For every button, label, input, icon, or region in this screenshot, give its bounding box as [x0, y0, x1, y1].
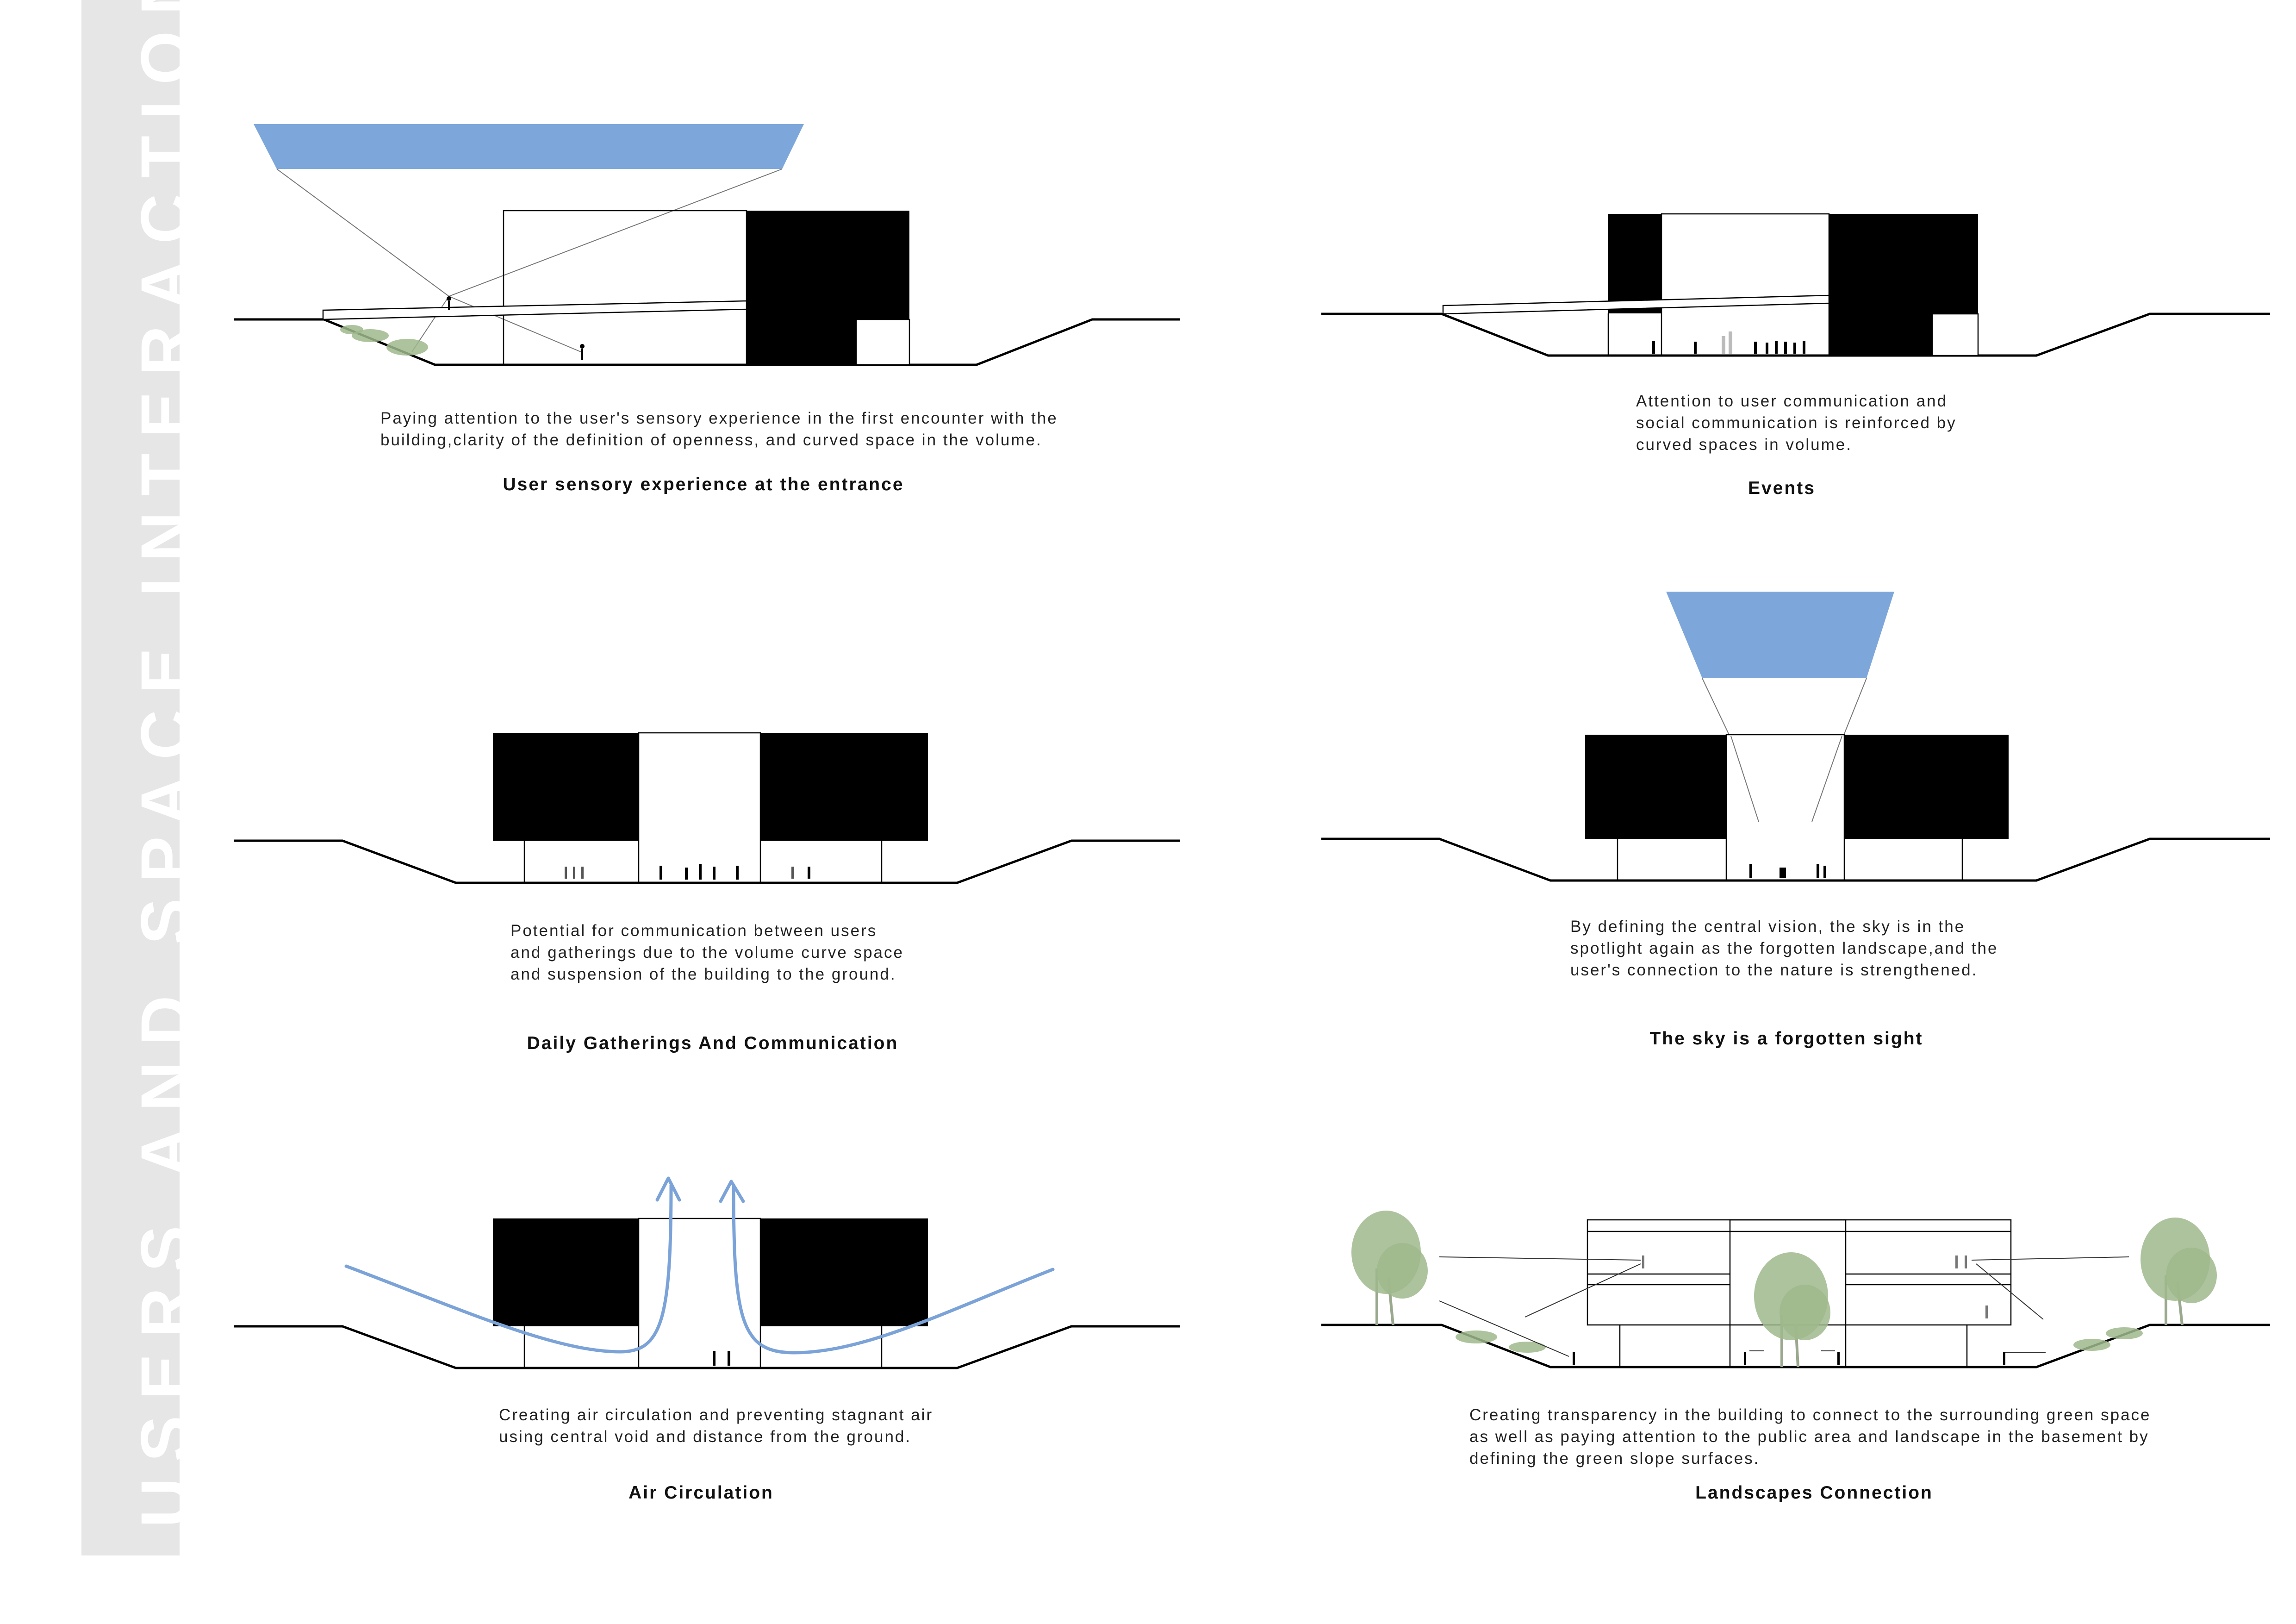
description-line: building,clarity of the definition of op…: [380, 431, 1042, 449]
sky-plane: [1666, 592, 1894, 678]
tree: [1754, 1252, 1830, 1368]
volume-opening: [1931, 313, 1979, 356]
description-line: Potential for communication between user…: [510, 922, 877, 940]
central-void: [638, 1218, 761, 1369]
ground-section: [234, 839, 1180, 884]
sight-line: [448, 296, 581, 352]
description-line: and suspension of the building to the gr…: [510, 965, 896, 983]
description-line: Creating air circulation and preventing …: [499, 1406, 933, 1424]
description-line: Attention to user communication and: [1636, 392, 1948, 410]
diagram-landscape: [1321, 1211, 2270, 1368]
slope-greenery: [1456, 1327, 2143, 1353]
description-line: as well as paying attention to the publi…: [1469, 1428, 2149, 1446]
title-events: Events: [1748, 478, 1816, 498]
crowd-figures: [713, 1351, 730, 1366]
view-arrows: [1439, 1256, 2129, 1357]
glass-volume: [1661, 213, 1830, 356]
title-landscape: Landscapes Connection: [1695, 1483, 1933, 1503]
title-sky: The sky is a forgotten sight: [1649, 1029, 1923, 1049]
central-void: [638, 732, 761, 884]
description-entrance: Paying attention to the user's sensory e…: [380, 407, 1075, 451]
crowd-figures: [565, 864, 810, 880]
entrance-ramp: [322, 300, 747, 320]
arrowhead-left: [655, 1176, 681, 1202]
ground-section: [1321, 837, 2270, 882]
description-line: using central void and distance from the…: [499, 1428, 912, 1446]
ground-section: [234, 1325, 1180, 1369]
sight-line: [1811, 736, 1842, 822]
title-entrance: User sensory experience at the entrance: [503, 475, 904, 494]
airflow-arrow-left: [344, 1183, 673, 1354]
solid-volume-right: [760, 733, 928, 841]
solid-volume-right: [760, 1218, 928, 1326]
description-line: curved spaces in volume.: [1636, 436, 1852, 454]
description-events: Attention to user communication and soci…: [1636, 390, 2006, 456]
sky-plane: [254, 124, 804, 169]
volume-opening: [855, 319, 910, 366]
entrance-ramp: [1442, 294, 1830, 315]
sight-line: [1844, 678, 1867, 734]
description-line: By defining the central vision, the sky …: [1570, 918, 1966, 936]
slope-greenery: [340, 325, 428, 356]
ground-section: [234, 318, 1180, 366]
glass-volume: [503, 210, 747, 366]
description-air: Creating air circulation and preventing …: [499, 1404, 1008, 1448]
arrowhead-right: [719, 1180, 745, 1203]
central-void: [1725, 734, 1845, 881]
sight-line: [276, 169, 449, 297]
solid-volume-left: [1608, 214, 1661, 313]
description-line: spotlight again as the forgotten landsca…: [1570, 939, 1998, 957]
description-line: user's connection to the nature is stren…: [1570, 961, 1978, 979]
description-line: social communication is reinforced by: [1636, 414, 1957, 432]
description-landscape: Creating transparency in the building to…: [1469, 1404, 2191, 1469]
diagram-sky: [1321, 592, 2270, 882]
solid-volume-left: [1585, 735, 1726, 839]
sight-line: [448, 169, 783, 297]
diagram-gatherings: [234, 732, 1180, 884]
solid-volume-left: [493, 1218, 639, 1326]
person-figure: [447, 296, 451, 310]
description-line: defining the green slope surfaces.: [1469, 1449, 1760, 1468]
crowd-figures: [1652, 331, 1805, 354]
sight-line: [1730, 736, 1759, 822]
sidebar-band: [81, 0, 180, 1555]
central-void: [1729, 1219, 1847, 1368]
title-air: Air Circulation: [628, 1483, 774, 1503]
diagram-events: [1321, 213, 2270, 357]
description-gatherings: Potential for communication between user…: [510, 920, 927, 985]
description-sky: By defining the central vision, the sky …: [1570, 916, 2033, 981]
title-gatherings: Daily Gatherings And Communication: [527, 1033, 899, 1053]
description-line: Creating transparency in the building to…: [1469, 1406, 2151, 1424]
solid-volume-right: [1844, 735, 2009, 839]
description-line: and gatherings due to the volume curve s…: [510, 943, 904, 962]
diagram-air: [234, 1176, 1180, 1369]
diagram-entrance: [234, 124, 1180, 366]
description-line: Paying attention to the user's sensory e…: [380, 409, 1058, 427]
tree: [2140, 1218, 2217, 1325]
sight-line: [1702, 678, 1729, 734]
airflow-arrow-right: [732, 1183, 1055, 1355]
solid-volume-left: [493, 733, 639, 841]
crowd-figures: [1749, 864, 1826, 878]
tree: [1351, 1211, 1428, 1325]
person-figure: [580, 344, 585, 360]
crowd-figures: [1573, 1255, 2005, 1365]
